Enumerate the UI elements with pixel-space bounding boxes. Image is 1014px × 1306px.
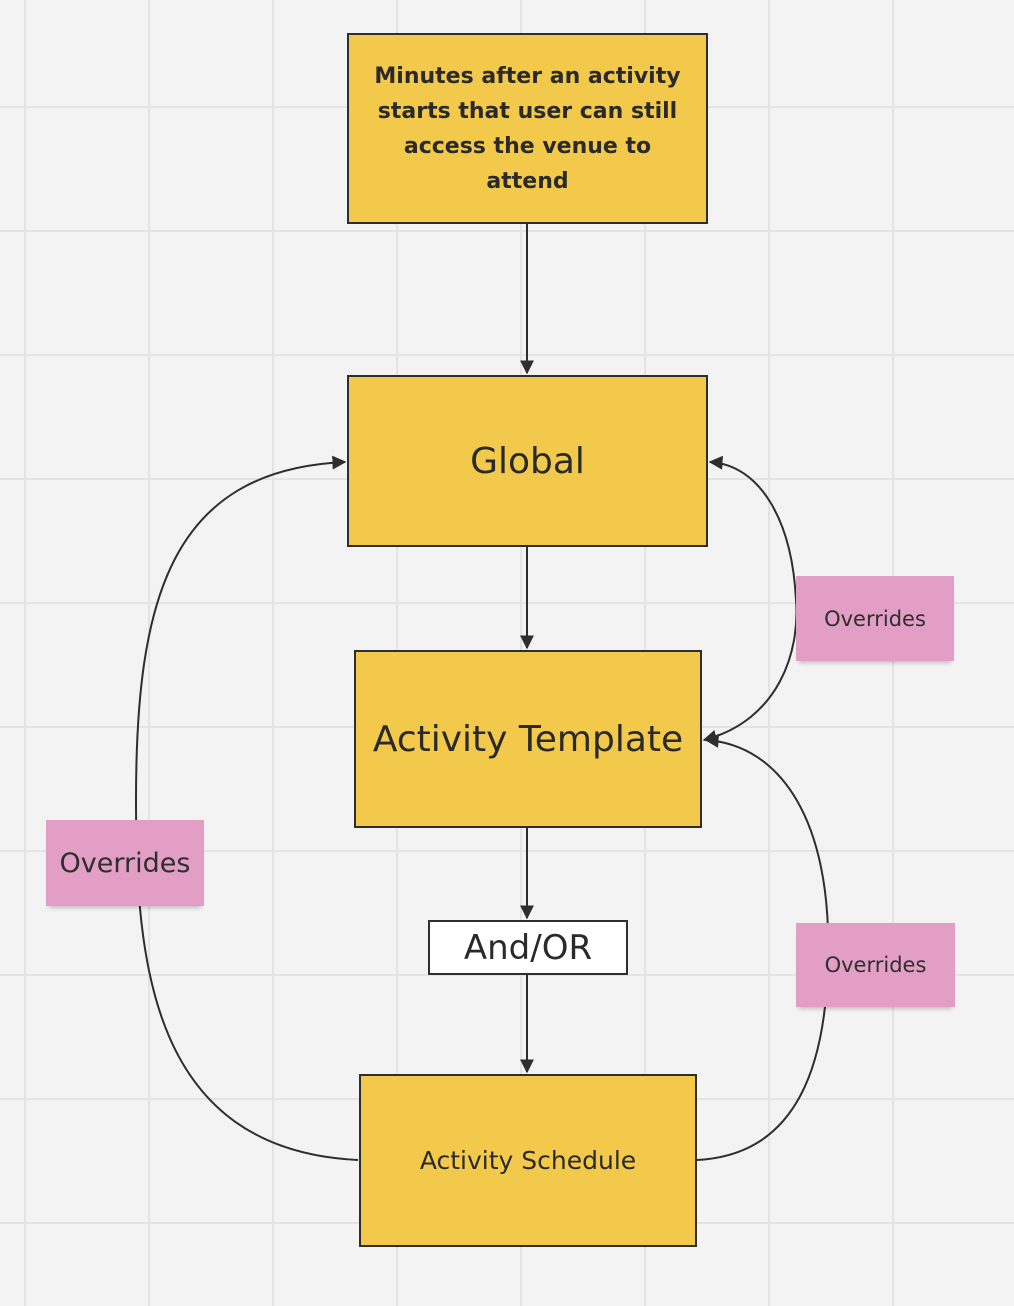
node-minutes-after-start-label: Minutes after an activity starts that us… [374,63,681,194]
node-activity-template-label: Activity Template [372,718,684,760]
node-and-or[interactable]: And/OR [428,920,628,975]
node-minutes-after-start[interactable]: Minutes after an activity starts that us… [347,33,708,224]
node-global-label: Global [470,440,585,482]
node-and-or-label: And/OR [463,927,593,968]
sticky-note-label: Overrides [824,953,927,977]
edge-template-overrides-global [702,455,798,744]
node-activity-schedule[interactable]: Activity Schedule [359,1074,697,1247]
sticky-note-label: Overrides [824,606,926,631]
sticky-note-overrides-right-top[interactable]: Overrides [796,576,954,661]
sticky-note-label: Overrides [59,847,191,879]
edge-schedule-overrides-global [134,455,359,1161]
node-activity-template[interactable]: Activity Template [354,650,702,828]
sticky-note-overrides-left[interactable]: Overrides [46,820,204,906]
node-activity-schedule-label: Activity Schedule [419,1146,637,1175]
sticky-note-overrides-right-bottom[interactable]: Overrides [796,923,955,1007]
node-global[interactable]: Global [347,375,708,547]
